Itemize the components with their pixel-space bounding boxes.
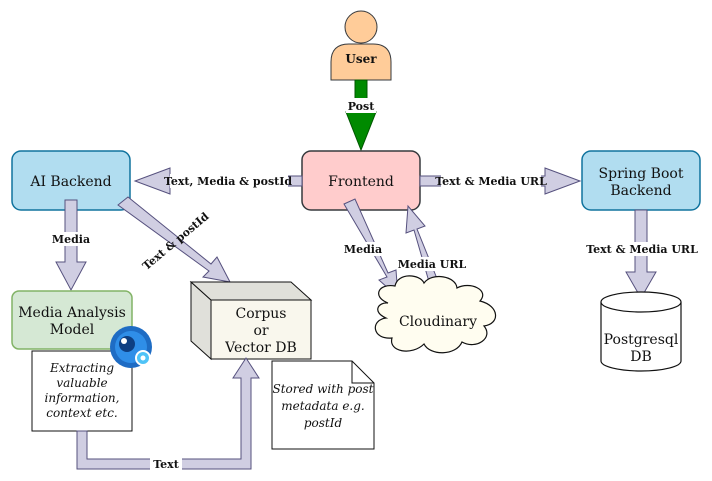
corpus-label-line3: Vector DB [224, 340, 297, 356]
model-note-line3: information, [45, 391, 120, 405]
ai-to-model-label: Media [52, 233, 90, 246]
arrow-frontend-to-cloud: Media [343, 198, 399, 299]
user-label: User [345, 52, 377, 66]
corpus-node[interactable]: Corpus or Vector DB [189, 280, 313, 361]
postgres-node[interactable]: Postgresql DB [600, 291, 682, 372]
ai-model-icon [110, 326, 152, 368]
postgres-label-line1: Postgresql [604, 332, 679, 348]
frontend-label: Frontend [328, 174, 394, 190]
corpus-note: Stored with post metadata e.g. postId [271, 360, 375, 450]
frontend-node[interactable]: Frontend [301, 150, 421, 211]
ai-backend-label: AI Backend [29, 174, 111, 190]
arrow-spring-to-pg: Text & Media URL [586, 209, 698, 300]
frontend-to-spring-label: Text & Media URL [435, 175, 547, 188]
arrow-frontend-to-ai: Text, Media & postId [133, 167, 303, 195]
model-note-line4: context etc. [46, 406, 117, 420]
spring-backend-label-line2: Backend [610, 183, 671, 199]
frontend-to-ai-label: Text, Media & postId [164, 175, 292, 188]
corpus-label-line2: or [253, 323, 268, 339]
post-arrow: Post [345, 79, 377, 152]
arrow-cloud-to-frontend: Media URL [398, 204, 467, 300]
corpus-note-line2: metadata e.g. [281, 399, 365, 413]
cloud-to-frontend-label: Media URL [398, 258, 467, 271]
spring-backend-node[interactable]: Spring Boot Backend [581, 150, 701, 211]
arrow-model-to-corpus: Text [76, 357, 260, 471]
arrow-frontend-to-spring: Text & Media URL [419, 167, 582, 195]
cloudinary-label: Cloudinary [399, 314, 477, 330]
post-label: Post [348, 100, 376, 113]
media-model-label-line1: Media Analysis [18, 305, 126, 321]
arrow-ai-to-model: Media [52, 199, 90, 292]
corpus-note-line1: Stored with post [273, 382, 374, 396]
user-node[interactable]: User [330, 10, 392, 81]
spring-to-pg-label: Text & Media URL [586, 243, 698, 256]
corpus-note-line3: postId [304, 416, 343, 430]
model-note: Extracting valuable information, context… [31, 350, 133, 432]
frontend-to-cloud-label: Media [344, 243, 382, 256]
media-model-node[interactable]: Media Analysis Model [11, 290, 133, 350]
media-model-label-line2: Model [50, 322, 95, 338]
model-note-line1: Extracting [49, 361, 114, 375]
corpus-label-line1: Corpus [236, 306, 287, 322]
model-to-corpus-label: Text [153, 458, 179, 471]
ai-backend-node[interactable]: AI Backend [11, 150, 131, 211]
cloudinary-node[interactable]: Cloudinary [374, 275, 497, 354]
model-note-line2: valuable [56, 376, 107, 390]
arrow-ai-to-corpus: Text & postId [117, 196, 231, 283]
spring-backend-label-line1: Spring Boot [599, 166, 684, 182]
postgres-label-line2: DB [630, 349, 652, 365]
